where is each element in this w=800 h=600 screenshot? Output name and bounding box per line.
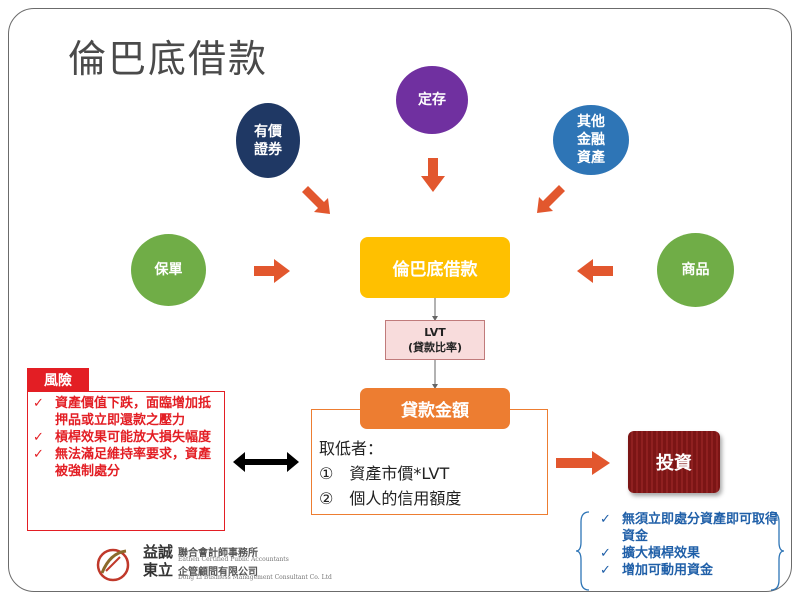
- risk-label: 風險: [44, 373, 72, 389]
- invest-label: 投資: [656, 453, 692, 474]
- benefit-item: ✓ 無須立即處分資產即可取得資金: [596, 511, 781, 545]
- securities-node: 有價 證券: [236, 103, 300, 178]
- benefit-item: ✓ 增加可動用資金: [596, 562, 781, 579]
- check-icon: ✓: [600, 546, 611, 561]
- check-icon: ✓: [33, 396, 44, 411]
- arrow-from-deposit: [421, 158, 445, 192]
- check-icon: ✓: [33, 447, 44, 462]
- arrow-from-insurance: [254, 259, 290, 283]
- securities-label-line2: 證券: [254, 141, 282, 158]
- loan-amount-option-2: ② 個人的信用額度: [319, 489, 462, 508]
- loan-amount-label: 貸款金額: [401, 401, 469, 421]
- arrow-from-securities: [302, 186, 330, 214]
- logo-consult-cn: 企管顧問有限公司: [178, 567, 258, 578]
- lombard-loan-label: 倫巴底借款: [392, 260, 478, 280]
- connector-center-lvt: [432, 298, 438, 321]
- connector-lvt-amount: [432, 360, 438, 389]
- other-assets-line2: 金融: [577, 132, 605, 148]
- company-logo-icon: [96, 548, 130, 582]
- check-icon: ✓: [600, 512, 611, 527]
- double-arrow: [233, 452, 299, 472]
- insurance-label: 保單: [154, 262, 183, 278]
- logo-name-top: 益誠: [143, 543, 174, 561]
- benefits-list: ✓ 無須立即處分資產即可取得資金 ✓ 擴大槓桿效果 ✓ 增加可動用資金: [596, 511, 781, 579]
- risk-box: [27, 391, 225, 531]
- other-assets-node: 其他 金融 資產: [553, 105, 629, 175]
- benefit-item-text: 增加可動用資金: [622, 563, 714, 578]
- arrow-from-other-assets: [537, 185, 565, 213]
- other-assets-line1: 其他: [577, 114, 605, 130]
- other-assets-line3: 資產: [577, 150, 605, 166]
- benefit-item-text: 擴大槓桿效果: [622, 546, 701, 561]
- logo-consult-en: Dong Li Business Management Consultant C…: [178, 574, 332, 581]
- lvt-box: LVT (貸款比率): [385, 320, 485, 360]
- benefit-item-text: 無須立即處分資產即可取得資金: [622, 512, 779, 544]
- risk-item-text: 槓桿效果可能放大損失幅度: [55, 430, 212, 445]
- invest-box: 投資: [628, 431, 720, 493]
- risk-item: ✓ 槓桿效果可能放大損失幅度: [33, 429, 223, 446]
- deposit-label: 定存: [418, 92, 446, 108]
- logo-name-bottom: 東立: [143, 561, 174, 579]
- securities-label-line1: 有價: [254, 123, 282, 140]
- commodity-node: 商品: [657, 233, 734, 307]
- benefits-brace: [575, 511, 785, 591]
- benefit-item: ✓ 擴大槓桿效果: [596, 545, 781, 562]
- risk-item-text: 資產價值下跌，面臨增加抵押品或立即還款之壓力: [55, 396, 212, 428]
- loan-amount-details: 取低者： ① 資產市價*LVT ② 個人的信用額度: [319, 436, 461, 511]
- page-title: 倫巴底借款: [68, 37, 269, 81]
- check-icon: ✓: [600, 563, 611, 578]
- arrow-from-commodity: [577, 259, 613, 283]
- loan-amount-option-1: ① 資產市價*LVT: [319, 464, 450, 483]
- risk-item: ✓ 資產價值下跌，面臨增加抵押品或立即還款之壓力: [33, 395, 223, 429]
- logo-firm-cn: 聯合會計師事務所: [178, 548, 258, 559]
- lombard-loan-box: 倫巴底借款: [360, 237, 510, 298]
- loan-amount-box: 貸款金額: [360, 388, 510, 429]
- logo-firm-en: Eathen Certified Public Accountants: [178, 556, 289, 563]
- lvt-subtitle: (貸款比率): [407, 341, 463, 354]
- deposit-node: 定存: [396, 66, 468, 134]
- risk-list: ✓ 資產價值下跌，面臨增加抵押品或立即還款之壓力 ✓ 槓桿效果可能放大損失幅度 ✓ 無…: [33, 395, 223, 480]
- check-icon: ✓: [33, 430, 44, 445]
- insurance-node: 保單: [131, 234, 206, 306]
- loan-amount-rule: 取低者：: [319, 439, 384, 458]
- risk-item-text: 無法滿足維持率要求，資產被強制處分: [55, 447, 212, 479]
- commodity-label: 商品: [681, 262, 710, 278]
- risk-tag: 風險: [27, 368, 89, 392]
- arrow-to-invest: [556, 451, 610, 475]
- risk-item: ✓ 無法滿足維持率要求，資產被強制處分: [33, 446, 223, 480]
- lvt-label: LVT: [424, 326, 446, 339]
